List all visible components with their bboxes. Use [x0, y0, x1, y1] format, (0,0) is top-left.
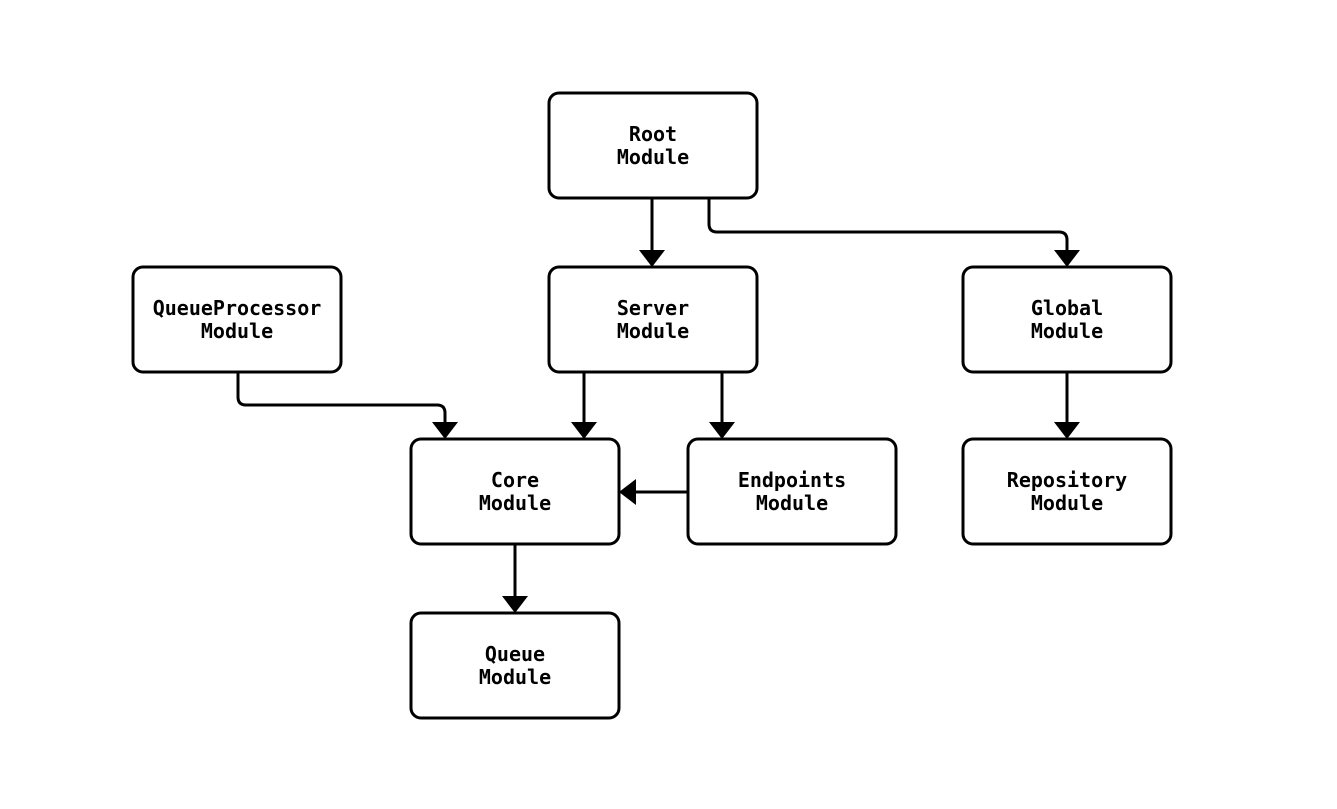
node-box: [547, 265, 759, 374]
edge-global-module-to-repository-module: [1054, 372, 1080, 439]
arrowhead-icon: [502, 596, 528, 613]
node-box: [409, 611, 621, 720]
node-box: [686, 437, 898, 546]
node-box: [547, 91, 759, 200]
arrowhead-icon: [432, 422, 458, 439]
edge-root-module-to-global-module: [707, 198, 1080, 267]
arrowhead-icon: [639, 250, 665, 267]
edge-line: [707, 198, 1069, 250]
arrowhead-icon: [1054, 422, 1080, 439]
edge-core-module-to-queue-module: [502, 544, 528, 613]
edge-line: [236, 372, 447, 422]
arrowhead-icon: [619, 479, 636, 505]
edge-root-module-to-server-module: [639, 198, 665, 267]
arrowhead-icon: [709, 422, 735, 439]
edge-queueprocessor-module-to-core-module: [236, 372, 458, 439]
edge-endpoints-module-to-core-module: [619, 479, 688, 505]
node-box: [961, 265, 1173, 374]
arrowhead-icon: [571, 422, 597, 439]
node-box: [409, 437, 621, 546]
node-box: [961, 437, 1173, 546]
node-box: [131, 265, 343, 374]
arrowhead-icon: [1054, 250, 1080, 267]
edge-server-module-to-endpoints-module: [709, 372, 735, 439]
edge-server-module-to-core-module: [571, 372, 597, 439]
